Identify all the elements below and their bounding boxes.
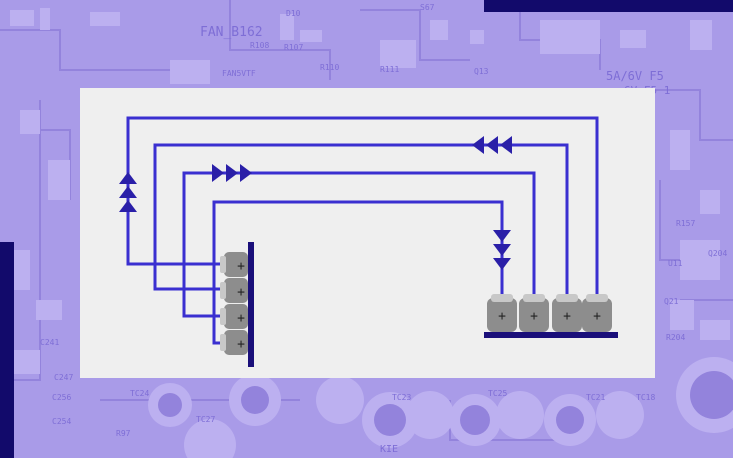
battery: + <box>519 294 549 332</box>
triangle-arrow-icon <box>500 136 512 154</box>
board-label-d10: D10 <box>286 9 301 18</box>
board-label-q21: Q21 <box>664 297 679 306</box>
triangle-arrow-icon <box>226 164 238 182</box>
dark-accent-left <box>0 242 14 458</box>
board-label-tc27: TC27 <box>196 415 215 424</box>
battery: + <box>220 304 248 329</box>
board-label-cap-f5: 5A/6V F5 <box>606 69 664 83</box>
terminal-bar <box>484 332 618 338</box>
triangle-arrow-icon <box>493 230 511 242</box>
board-label-tc18: TC18 <box>636 393 655 402</box>
board-label-tc23: TC23 <box>392 393 411 402</box>
battery: + <box>220 330 248 355</box>
arrow-group-left <box>472 136 512 154</box>
triangle-arrow-icon <box>119 186 137 198</box>
battery: + <box>582 294 612 332</box>
board-labels: FAN_B162 FAN5VTF 5A/6V F5 6V F5 1 D10 R1… <box>40 3 727 455</box>
board-components <box>10 8 730 374</box>
battery-plus-sign: + <box>237 259 245 274</box>
wire-third <box>182 171 536 318</box>
board-label-q204: Q204 <box>708 249 727 258</box>
board-label-u11: U11 <box>668 259 683 268</box>
board-label-c247: C247 <box>54 373 73 382</box>
board-capacitors <box>148 357 733 458</box>
board-label-tc25: TC25 <box>488 389 507 398</box>
board-label-c256: C256 <box>52 393 71 402</box>
battery-plus-sign: + <box>237 337 245 352</box>
board-label-r107: R107 <box>284 43 303 52</box>
arrow-group-down <box>493 230 511 270</box>
battery: + <box>220 252 248 277</box>
board-label-q13: Q13 <box>474 67 489 76</box>
board-label-r111: R111 <box>380 65 399 74</box>
battery: + <box>552 294 582 332</box>
terminal-bar <box>248 242 254 367</box>
arrow-group-up <box>119 172 137 212</box>
battery-plus-sign: + <box>593 309 601 324</box>
battery: + <box>487 294 517 332</box>
triangle-arrow-icon <box>119 172 137 184</box>
triangle-arrow-icon <box>240 164 252 182</box>
triangle-arrow-icon <box>119 200 137 212</box>
board-label-fan-small: FAN5VTF <box>222 69 256 78</box>
triangle-arrow-icon <box>493 244 511 256</box>
board-label-c241: C241 <box>40 338 59 347</box>
triangle-arrow-icon <box>472 136 484 154</box>
arrow-group-right <box>212 164 252 182</box>
board-label-c254: C254 <box>52 417 71 426</box>
board-label-kie: KIE <box>380 444 398 455</box>
board-label-tc21: TC21 <box>586 393 605 402</box>
board-label-fan: FAN_B162 <box>200 25 263 40</box>
board-label-r108: R108 <box>250 41 269 50</box>
triangle-arrow-icon <box>212 164 224 182</box>
board-label-r204: R204 <box>666 333 685 342</box>
battery-plus-sign: + <box>498 309 506 324</box>
triangle-arrow-icon <box>493 258 511 270</box>
board-label-r157: R157 <box>676 219 695 228</box>
triangle-arrow-icon <box>486 136 498 154</box>
battery-plus-sign: + <box>563 309 571 324</box>
battery-plus-sign: + <box>237 285 245 300</box>
board-label-tc24: TC24 <box>130 389 149 398</box>
battery-plus-sign: + <box>530 309 538 324</box>
battery: + <box>220 278 248 303</box>
battery-row-right: + + + + <box>484 294 618 338</box>
board-label-r97: R97 <box>116 429 131 438</box>
board-label-r110: R110 <box>320 63 339 72</box>
wire-outer <box>126 116 599 298</box>
battery-plus-sign: + <box>237 311 245 326</box>
board-label-s67: S67 <box>420 3 435 12</box>
battery-stack-left: + + + + <box>220 242 254 367</box>
dark-accent-top <box>484 0 733 12</box>
wire-second <box>153 143 569 298</box>
